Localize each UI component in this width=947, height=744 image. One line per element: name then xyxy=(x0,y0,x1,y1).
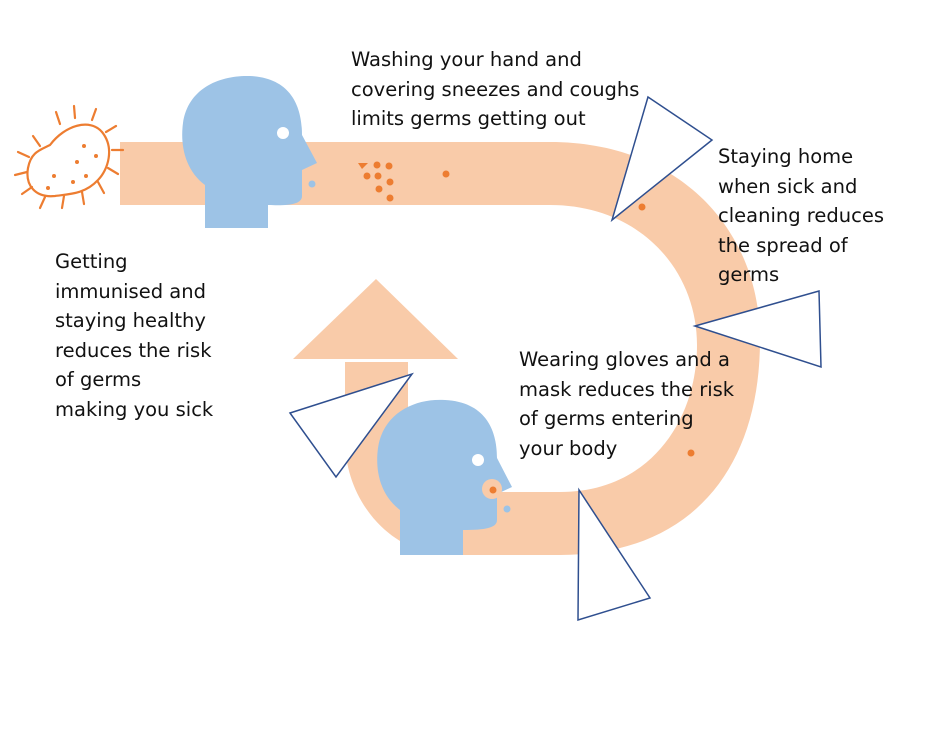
label-stay-home: Staying home when sick and cleaning redu… xyxy=(718,142,884,290)
bacterium-dots xyxy=(46,144,98,190)
germ-droplets xyxy=(358,161,695,494)
bacterium-icon xyxy=(13,104,125,210)
transmission-band xyxy=(120,142,760,555)
label-line: immunised and xyxy=(55,279,206,303)
wedge xyxy=(288,372,414,479)
human-head-icon xyxy=(182,75,317,229)
wedge xyxy=(577,487,652,622)
label-line: covering sneezes and coughs xyxy=(351,77,640,101)
label-line: of germs entering xyxy=(519,407,694,430)
label-line: germs xyxy=(718,263,780,286)
label-line: of germs xyxy=(55,368,142,391)
label-line: Getting xyxy=(55,250,128,273)
wedge xyxy=(692,290,822,369)
head-eye xyxy=(277,127,289,139)
barrier-wedges xyxy=(288,95,822,622)
label-line: reduces the risk xyxy=(55,338,212,362)
label-line: Wearing gloves and a xyxy=(519,348,730,371)
label-line: cleaning reduces xyxy=(718,204,884,227)
label-line: your body xyxy=(519,436,618,460)
label-gloves-mask: Wearing gloves and a mask reduces the ri… xyxy=(519,345,734,463)
label-hygiene: Washing your hand and covering sneezes a… xyxy=(351,45,639,134)
wedge xyxy=(610,95,714,223)
label-line: the spread of xyxy=(718,233,848,257)
label-line: staying healthy xyxy=(55,309,206,332)
label-line: Washing your hand and xyxy=(351,48,582,71)
up-arrow-icon xyxy=(293,279,458,359)
head-eye xyxy=(472,454,484,466)
label-line: limits germs getting out xyxy=(351,107,586,130)
label-immunised: Getting immunised and staying healthy re… xyxy=(55,247,213,424)
human-head-icon xyxy=(377,399,512,555)
label-line: Staying home xyxy=(718,145,854,168)
breath-droplets xyxy=(308,180,511,513)
label-line: mask reduces the risk xyxy=(519,377,735,401)
label-line: making you sick xyxy=(55,397,214,421)
label-line: when sick and xyxy=(718,174,858,198)
